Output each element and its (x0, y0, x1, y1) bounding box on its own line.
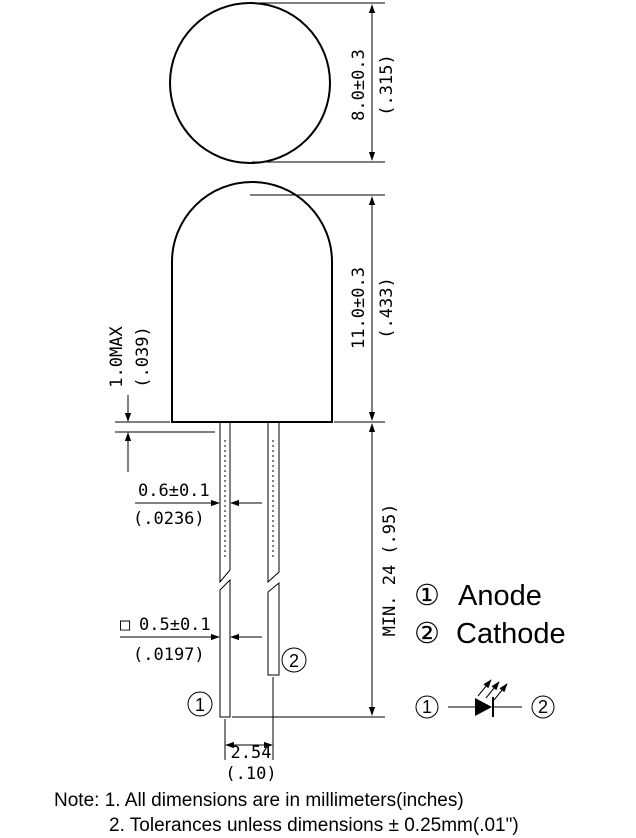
light-emission-arrows-icon (477, 679, 508, 701)
lead-square-mm: 0.5±0.1 (139, 615, 211, 635)
pin2-marker-number: 2 (289, 651, 299, 671)
lead-width-inch: (.0236) (133, 509, 205, 529)
lead-spacing-mm: 2.54 (231, 743, 272, 763)
svg-text:2: 2 (538, 697, 548, 717)
body-height-mm: 11.0±0.3 (349, 267, 369, 349)
pin1-marker-number: 1 (195, 695, 205, 715)
led-schematic-symbol: 1 2 (415, 679, 555, 719)
led-body-side-view (171, 181, 333, 423)
schematic-pin2-circle (531, 695, 555, 719)
flange-max-mm: 1.0MAX (107, 326, 127, 388)
diode-triangle (475, 698, 492, 716)
svg-text:1: 1 (422, 697, 432, 717)
legend-cathode-label: Cathode (456, 618, 566, 650)
schematic-pin1-circle (415, 695, 439, 719)
pin2-marker-circle (281, 647, 307, 673)
legend-cathode-marker: ② (414, 618, 440, 650)
cathode-lead (267, 422, 280, 676)
body-height-inch: (.433) (377, 277, 397, 338)
flange-max-inch: (.039) (133, 326, 153, 387)
lead-spacing-inch: (.10) (225, 764, 276, 784)
lens-diameter-mm: 8.0±0.3 (349, 49, 369, 121)
lens-diameter-inch: (.315) (377, 54, 397, 115)
pin1-marker-circle (187, 691, 213, 717)
note-line-1: Note: 1. All dimensions are in millimete… (54, 790, 464, 811)
lead-length-text: MIN. 24 (.95) (380, 504, 400, 637)
note-line-2: 2. Tolerances unless dimensions ± 0.25mm… (109, 815, 519, 836)
lead-length-mm: MIN. 24 (380, 565, 400, 637)
lens-top-view (169, 2, 331, 164)
lead-square-inch: (.0197) (133, 645, 205, 665)
lead-length-inch: (.95) (380, 504, 400, 555)
lead-width-mm: 0.6±0.1 (138, 481, 210, 501)
legend-anode-marker: ① (414, 580, 440, 612)
lead-square-symbol: □ (120, 615, 131, 635)
legend-anode-label: Anode (458, 580, 542, 612)
anode-lead (219, 422, 231, 718)
